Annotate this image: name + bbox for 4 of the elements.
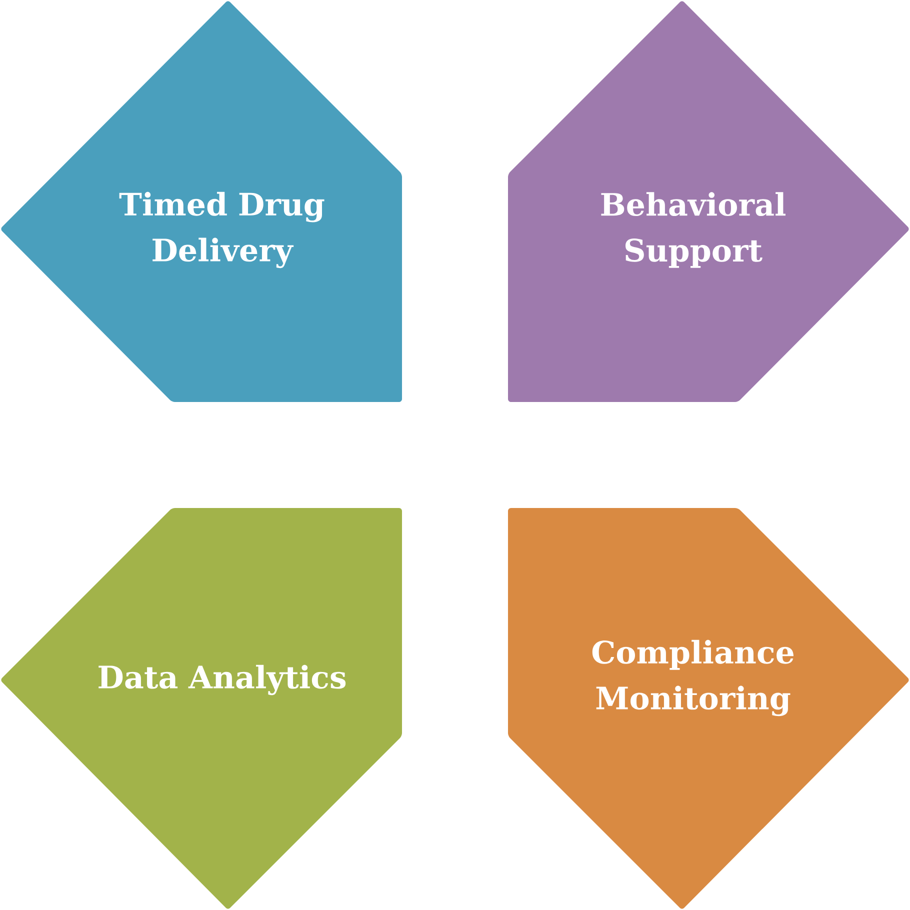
pentagon-box: Timed Drug Delivery (1, 1, 402, 402)
pentagon-box: Behavioral Support (508, 1, 909, 402)
pentagon-box: Compliance Monitoring (508, 508, 909, 909)
pentagon-box: Data Analytics (1, 508, 402, 909)
